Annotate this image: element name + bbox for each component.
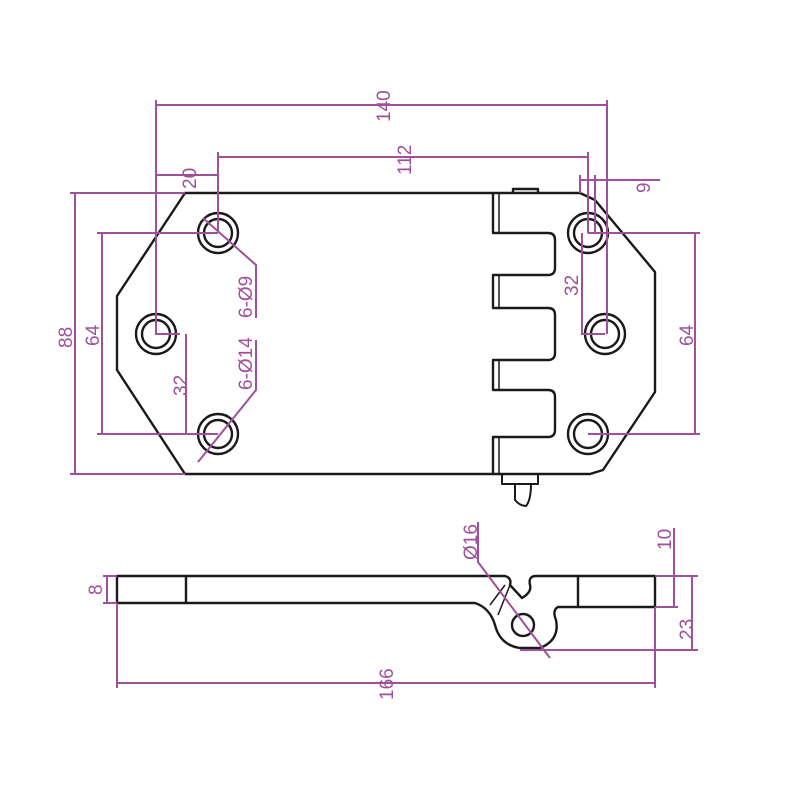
top-view-dimension-lines bbox=[70, 100, 700, 475]
dim-10-label: 10 bbox=[655, 529, 676, 550]
dim-20-label: 20 bbox=[180, 168, 201, 189]
dim-8-label: 8 bbox=[86, 584, 107, 595]
dim-64-right-label: 64 bbox=[677, 324, 698, 346]
top-view-plate bbox=[115, 187, 657, 507]
dim-32-left-label: 32 bbox=[171, 375, 192, 396]
hole-outer-diameter-label: 6-Ø14 bbox=[236, 337, 257, 390]
dim-64-left-label: 64 bbox=[83, 324, 104, 346]
dim-9-label: 9 bbox=[634, 182, 655, 193]
dim-32-right-label: 32 bbox=[562, 275, 583, 296]
side-view-dimension-lines bbox=[103, 522, 698, 688]
mounting-holes bbox=[134, 211, 627, 456]
hole-inner-diameter-label: 6-Ø9 bbox=[236, 276, 257, 318]
dim-166-label: 166 bbox=[377, 668, 398, 700]
pin-diameter-label: Ø16 bbox=[461, 524, 482, 560]
dim-140-label: 140 bbox=[374, 90, 395, 122]
dim-23-label: 23 bbox=[677, 619, 698, 640]
dim-88-label: 88 bbox=[56, 327, 77, 348]
side-view-hinge bbox=[115, 574, 657, 650]
dim-112-label: 112 bbox=[395, 145, 416, 175]
